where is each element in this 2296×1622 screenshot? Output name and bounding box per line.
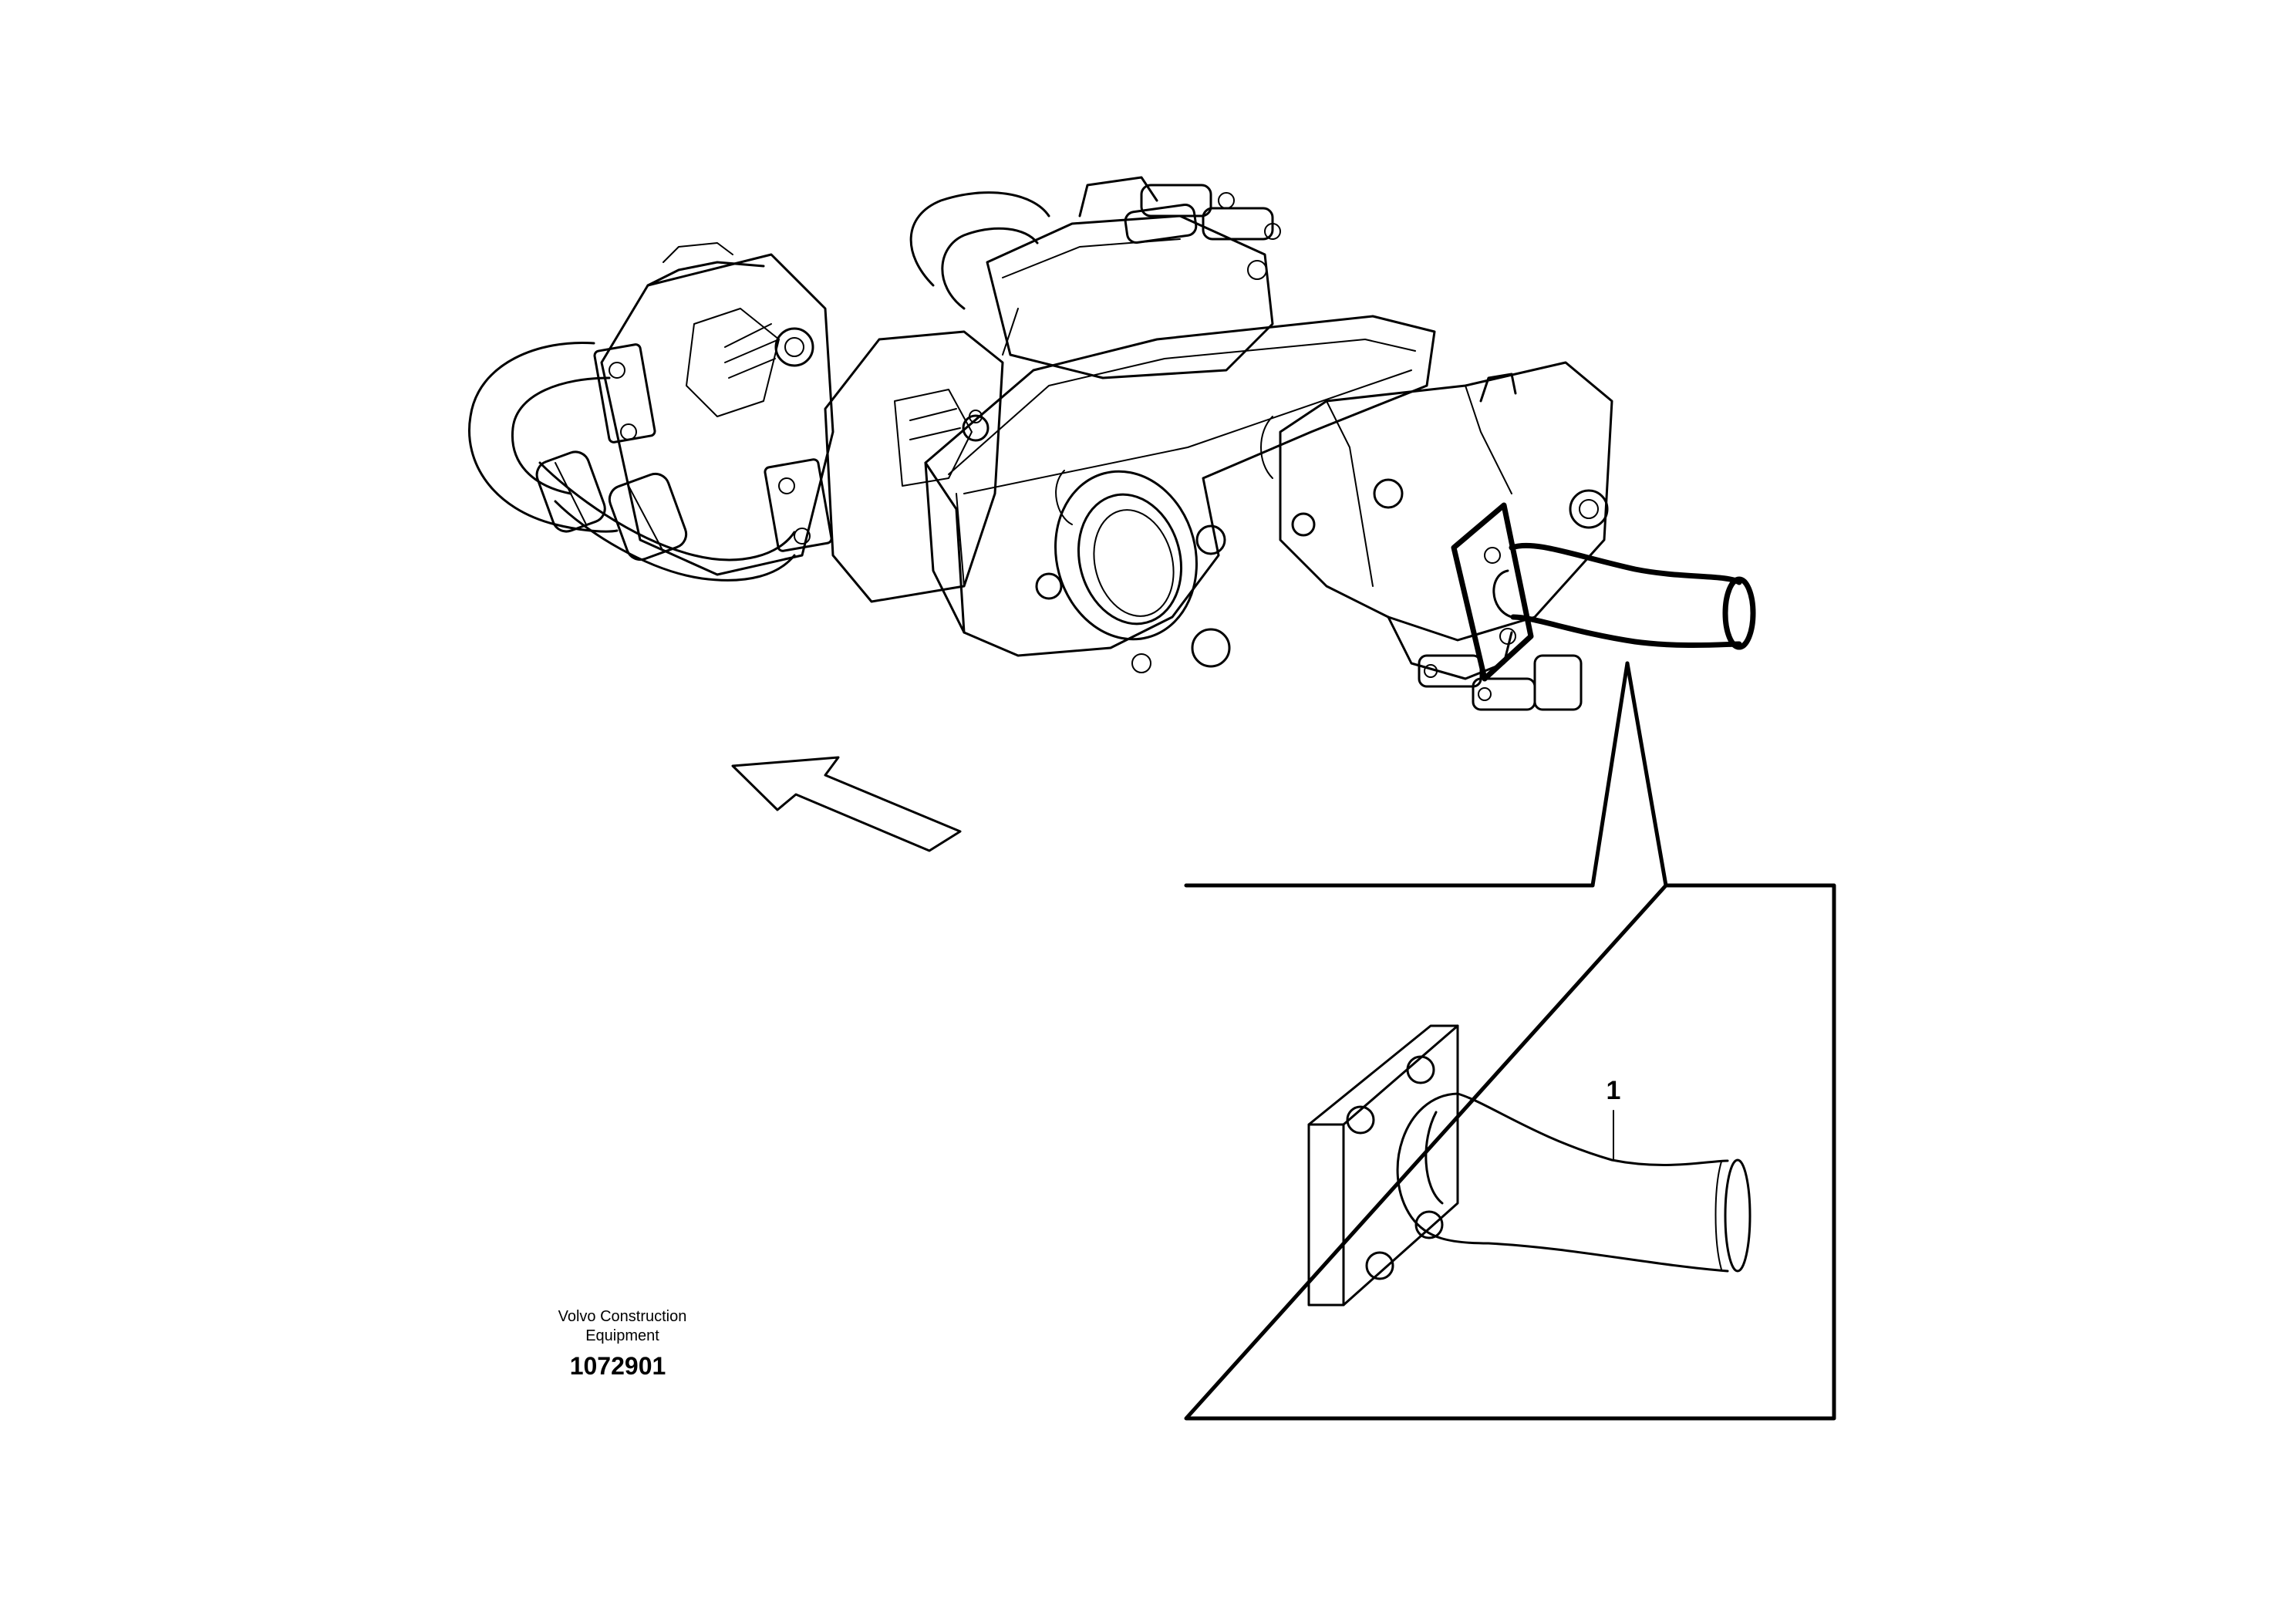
publisher-line-2: Equipment — [585, 1327, 659, 1344]
publisher-block: Volvo Construction Equipment 1072901 — [558, 1308, 687, 1380]
gearbox-housing — [924, 315, 1436, 673]
callout-1-label: 1 — [1607, 1076, 1621, 1105]
left-hose — [468, 341, 796, 582]
pump-assembly-drawing — [468, 176, 1756, 711]
detail-pipe — [1396, 1092, 1752, 1273]
center-pump-body — [824, 330, 1004, 603]
detail-inset: 1 — [1184, 883, 1836, 1421]
figure-number: 1072901 — [570, 1352, 666, 1380]
upper-pump-body — [909, 176, 1281, 379]
publisher-line-1: Volvo Construction — [558, 1308, 687, 1325]
right-pump-body — [1279, 361, 1613, 711]
detail-flange-plate — [1307, 1024, 1459, 1307]
detail-inset-frame — [1184, 883, 1836, 1421]
direction-arrow-icon — [731, 756, 962, 852]
left-pump-body — [593, 242, 834, 576]
callout-leader-lines — [1590, 661, 1668, 888]
highlighted-pipe-in-assembly — [1451, 502, 1756, 682]
